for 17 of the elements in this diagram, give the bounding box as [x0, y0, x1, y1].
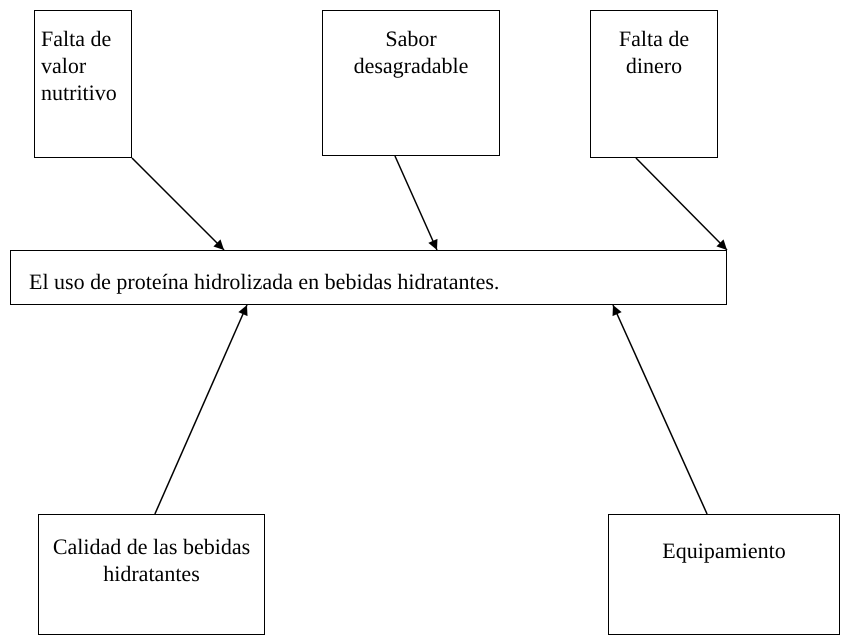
arrow [154, 304, 248, 514]
arrow [131, 157, 225, 251]
box-text: Sabor desagradable [352, 25, 470, 79]
arrow [612, 304, 708, 514]
box-text: Falta de valor nutritivo [41, 25, 118, 106]
cause-box [34, 10, 132, 158]
cause-box [590, 10, 718, 158]
effect-box [10, 250, 727, 305]
cause-box [38, 514, 265, 635]
box-text: El uso de proteína hidrolizada en bebidas hidratantes. [29, 268, 500, 295]
cause-box [322, 10, 500, 156]
cause-box [608, 514, 840, 635]
arrow [635, 157, 728, 251]
box-text: Calidad de las bebidas hidratantes [52, 533, 252, 587]
box-text: Equipamiento [661, 537, 787, 564]
arrow [394, 156, 438, 250]
box-text: Falta de dinero [618, 25, 690, 79]
